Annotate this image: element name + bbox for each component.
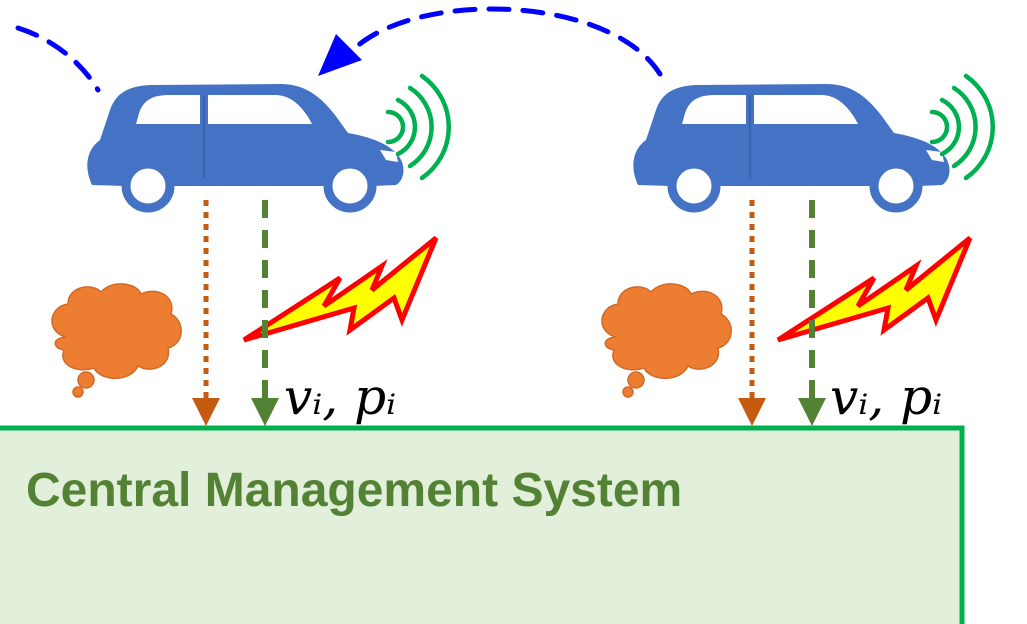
dotted-arrowhead xyxy=(192,398,220,426)
dotted-arrowhead xyxy=(738,398,766,426)
cms-title: Central Management System xyxy=(26,464,682,517)
vehicle-1: vᵢ, pᵢ xyxy=(51,76,449,426)
vehicle-label: vᵢ, pᵢ xyxy=(830,368,942,426)
vehicle-2: vᵢ, pᵢ xyxy=(601,76,993,426)
car-icon xyxy=(633,84,949,208)
migration-arrowhead xyxy=(318,34,362,76)
migration-arc-main xyxy=(352,6,663,77)
lightning-icon xyxy=(778,238,970,340)
thought-cloud-icon xyxy=(51,283,182,398)
lightning-icon xyxy=(244,238,436,340)
central-management-system: Central Management System xyxy=(0,425,965,624)
vehicle-label: vᵢ, pᵢ xyxy=(284,368,396,426)
thought-cloud-icon xyxy=(601,283,732,398)
dashed-arrowhead xyxy=(251,398,279,426)
car-icon xyxy=(87,84,403,208)
dashed-arrowhead xyxy=(798,398,826,426)
migration-arc-left xyxy=(15,25,101,93)
cms-box xyxy=(0,425,965,624)
